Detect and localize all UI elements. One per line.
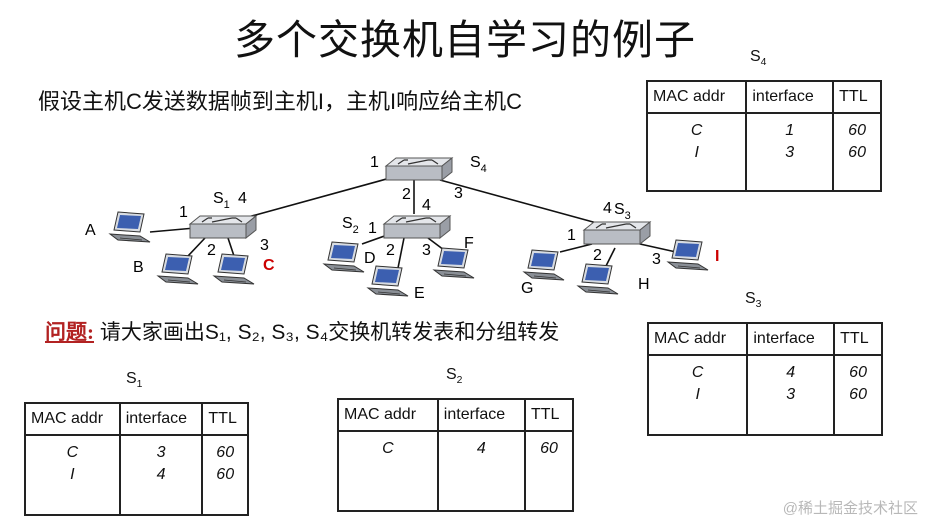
host-computer-icon-a <box>109 211 151 243</box>
link-s3-h <box>605 247 616 267</box>
link-s1-c <box>227 237 235 257</box>
forwarding-table-s2: MAC addr interface TTL C 4 60 <box>337 398 575 512</box>
host-label-c: C <box>263 257 275 274</box>
mac-addr-cell: C <box>337 430 439 512</box>
switch-icon-s3 <box>583 221 651 245</box>
switch-label-s2: S2 <box>342 215 359 236</box>
scenario-text: 假设主机C发送数据帧到主机I，主机I响应给主机C <box>38 89 523 114</box>
table-caption-s3: S3 <box>745 290 762 310</box>
port-label: 4 <box>422 197 431 214</box>
port-label: 2 <box>402 186 411 203</box>
column-header: interface <box>118 402 204 436</box>
host-label-h: H <box>638 276 650 293</box>
column-header: MAC addr <box>337 398 439 432</box>
link-s3-g <box>559 243 593 253</box>
host-label-g: G <box>521 280 533 297</box>
column-header: interface <box>436 398 526 432</box>
port-label: 1 <box>567 227 576 244</box>
column-header: interface <box>746 322 836 356</box>
column-header: TTL <box>832 80 882 114</box>
link-lines <box>149 171 677 269</box>
ttl-cell: 60 <box>523 430 575 512</box>
switch-icon-s1 <box>189 215 257 239</box>
table-caption-s2: S2 <box>446 366 463 386</box>
port-label: 3 <box>454 185 463 202</box>
port-label: 3 <box>260 237 269 254</box>
host-computer-icon-i <box>667 239 709 271</box>
question-body: 请大家画出S₁, S₂, S₃, S₄交换机转发表和分组转发 <box>94 321 560 344</box>
column-header: MAC addr <box>645 80 748 114</box>
host-computer-icon-g <box>523 249 565 281</box>
host-computer-icon-f <box>433 247 475 279</box>
link-s3-i <box>639 243 677 253</box>
host-label-f: F <box>464 235 474 252</box>
slide-title: 多个交换机自学习的例子 <box>234 17 696 63</box>
switch-icon-s2 <box>383 215 451 239</box>
link-s4-s1 <box>229 171 413 223</box>
question-label: 问题: <box>45 320 94 344</box>
table-caption-s4: S4 <box>750 48 767 68</box>
interface-cell: 4 <box>436 430 526 512</box>
column-header: TTL <box>833 322 883 356</box>
host-label-a: A <box>85 222 96 239</box>
port-label: 2 <box>386 242 395 259</box>
host-label-b: B <box>133 259 144 276</box>
port-label: 4 <box>603 200 612 217</box>
column-header: MAC addr <box>646 322 749 356</box>
link-s1-a <box>149 227 196 233</box>
port-label: 2 <box>207 242 216 259</box>
switch-label-s3: S3 <box>614 201 631 222</box>
column-header: MAC addr <box>24 402 121 436</box>
port-label: 1 <box>368 220 377 237</box>
link-s2-f <box>427 237 445 251</box>
host-computer-icon-h <box>577 263 619 295</box>
question-text: 问题: 请大家画出S₁, S₂, S₃, S₄交换机转发表和分组转发 <box>45 316 559 346</box>
column-header: interface <box>745 80 835 114</box>
port-label: 3 <box>422 242 431 259</box>
port-label: 4 <box>238 190 247 207</box>
port-label: 2 <box>593 247 602 264</box>
host-computer-icon-c <box>213 253 255 285</box>
switch-label-s4: S4 <box>470 154 487 175</box>
column-header: TTL <box>523 398 575 432</box>
watermark: @稀土掘金技术社区 <box>782 500 918 517</box>
switch-icon-s4 <box>385 157 453 181</box>
host-label-i: I <box>715 248 719 265</box>
host-computer-icon-b <box>157 253 199 285</box>
host-label-e: E <box>414 285 425 302</box>
link-s2-e <box>397 237 405 269</box>
host-computer-icon-e <box>367 265 409 297</box>
column-header: TTL <box>201 402 249 436</box>
link-s4-s3 <box>439 179 616 229</box>
table-caption-s1: S1 <box>126 370 143 390</box>
port-label: 3 <box>652 251 661 268</box>
switch-label-s1: S1 <box>213 190 230 211</box>
link-s1-b <box>187 237 206 257</box>
port-label: 1 <box>370 154 379 171</box>
host-computer-icon-d <box>323 241 365 273</box>
host-label-d: D <box>364 250 376 267</box>
port-label: 1 <box>179 204 188 221</box>
